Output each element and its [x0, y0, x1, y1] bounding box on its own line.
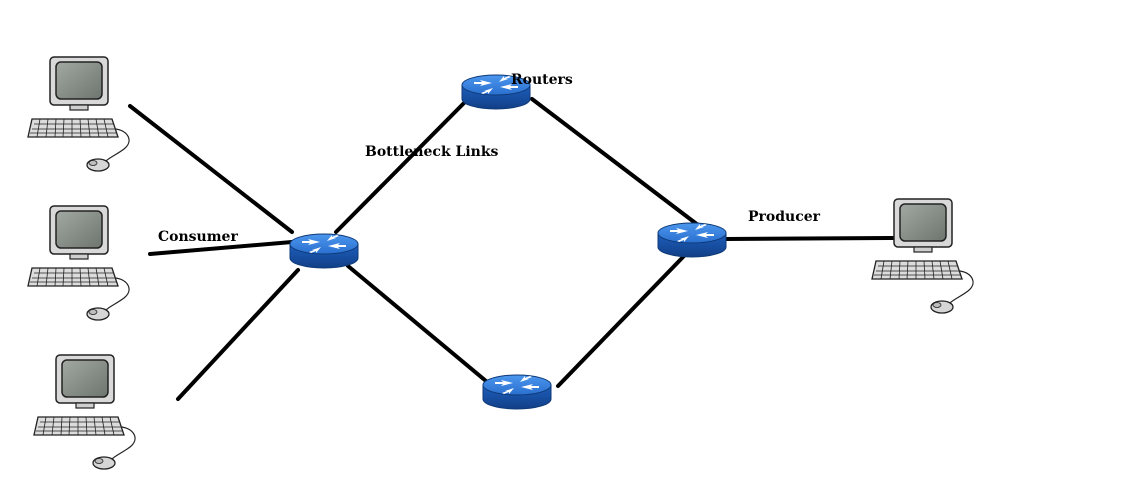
consumer-label: Consumer [158, 229, 238, 245]
bottleneck-links-label: Bottleneck Links [365, 144, 499, 160]
router-left [289, 233, 359, 269]
link-router-top-router-right [530, 97, 700, 227]
producer-label: Producer [748, 209, 821, 225]
link-consumer-1-router-left [128, 104, 294, 234]
links [128, 97, 898, 401]
producer-computer [871, 198, 974, 314]
consumer-computer-3 [33, 354, 136, 470]
link-router-bottom-router-right [556, 254, 686, 388]
link-router-left-router-bottom [346, 264, 488, 383]
link-consumer-3-router-left [176, 268, 300, 401]
consumer-computer-2 [27, 205, 130, 321]
link-router-right-producer [724, 236, 898, 241]
router-bottom [482, 374, 552, 410]
router-right [657, 222, 727, 258]
link-router-left-router-top [334, 99, 468, 234]
link-consumer-2-router-left [148, 240, 294, 256]
consumer-computer-1 [27, 56, 130, 172]
routers-label: Routers [511, 72, 573, 88]
